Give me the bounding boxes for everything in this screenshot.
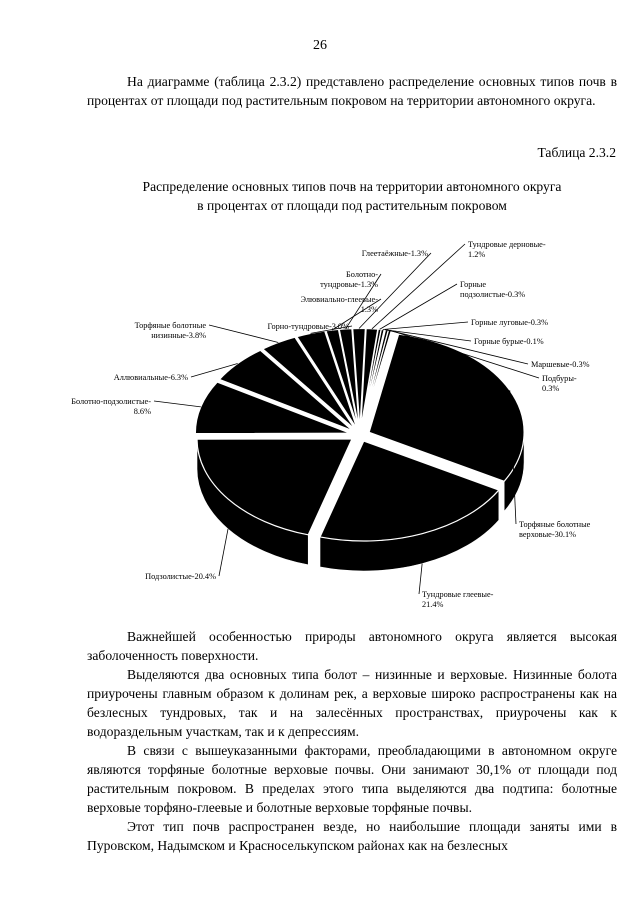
pie-leader-line xyxy=(218,528,229,577)
pie-slice-label: Маршевые-0.3% xyxy=(531,360,590,369)
pie-leader-line xyxy=(153,400,201,408)
pie-slice-label: Горные бурые-0.1% xyxy=(474,337,544,346)
pie-slice-label: Горно-тундровые-3.0% xyxy=(267,322,349,331)
pie-leader-line xyxy=(331,298,382,331)
pie-leader-line xyxy=(310,325,353,334)
pie-slice-label: Элювиально-глеевые-1.3% xyxy=(300,295,378,314)
paragraph-4: Этот тип почв распространен везде, но на… xyxy=(87,819,617,853)
paragraph-1: Важнейшей особенностью природы автономно… xyxy=(87,629,617,663)
pie-slice-label: Тундровые дерновые-1.2% xyxy=(468,240,546,259)
pie-slice xyxy=(319,440,500,572)
pie-leader-line xyxy=(386,329,529,365)
pie-slice-label: Подзолистые-20.4% xyxy=(145,572,216,581)
pie-leader-line xyxy=(371,243,466,330)
pie-leader-line xyxy=(379,283,458,330)
pie-slice-top xyxy=(196,438,353,536)
chart-title-line-1: Распределение основных типов почв на тер… xyxy=(142,179,562,194)
pie-slice-label: Горные луговые-0.3% xyxy=(471,318,548,327)
chart-title: Распределение основных типов почв на тер… xyxy=(87,177,617,215)
pie-leader-line xyxy=(345,273,382,330)
pie-leader-line xyxy=(358,252,432,329)
pie-leader-line xyxy=(382,321,469,330)
pie-leader-line xyxy=(208,324,279,343)
pie-slice xyxy=(196,438,353,566)
page-number: 26 xyxy=(313,38,327,53)
pie-slice xyxy=(368,333,525,513)
pie-slice-label: Тундровые глеевые-21.4% xyxy=(422,590,494,609)
paragraph-3: В связи с вышеуказанными факторами, прео… xyxy=(87,743,617,815)
pie-slice-top xyxy=(319,440,500,542)
intro-paragraph: На диаграмме (таблица 2.3.2) представлен… xyxy=(87,74,617,108)
pie-slice-label: Болотно-тундровые-1.3% xyxy=(320,270,378,289)
pie-leader-line xyxy=(190,363,238,378)
pie-slice xyxy=(194,381,351,464)
pie-slice-label: Болотно-подзолистые-8.6% xyxy=(71,397,151,416)
pie-leader-line xyxy=(389,329,540,379)
pie-leader-line xyxy=(384,329,472,342)
paragraph-2: Выделяются два основных типа болот – низ… xyxy=(87,667,617,739)
pie-slice-label: Аллювиальные-6.3% xyxy=(114,373,188,382)
table-label: Таблица 2.3.2 xyxy=(537,145,616,160)
chart-title-line-2: в процентах от площади под растительным … xyxy=(197,198,507,213)
pie-leader-line xyxy=(418,563,423,595)
pie-slice-top xyxy=(194,381,351,435)
pie-slice-label: Подбуры-0.3% xyxy=(542,374,577,393)
pie-leader-line xyxy=(509,390,517,525)
body-text: Важнейшей особенностью природы автономно… xyxy=(87,627,617,855)
pie-slice-label: Глеетаёжные-1.3% xyxy=(362,249,428,258)
